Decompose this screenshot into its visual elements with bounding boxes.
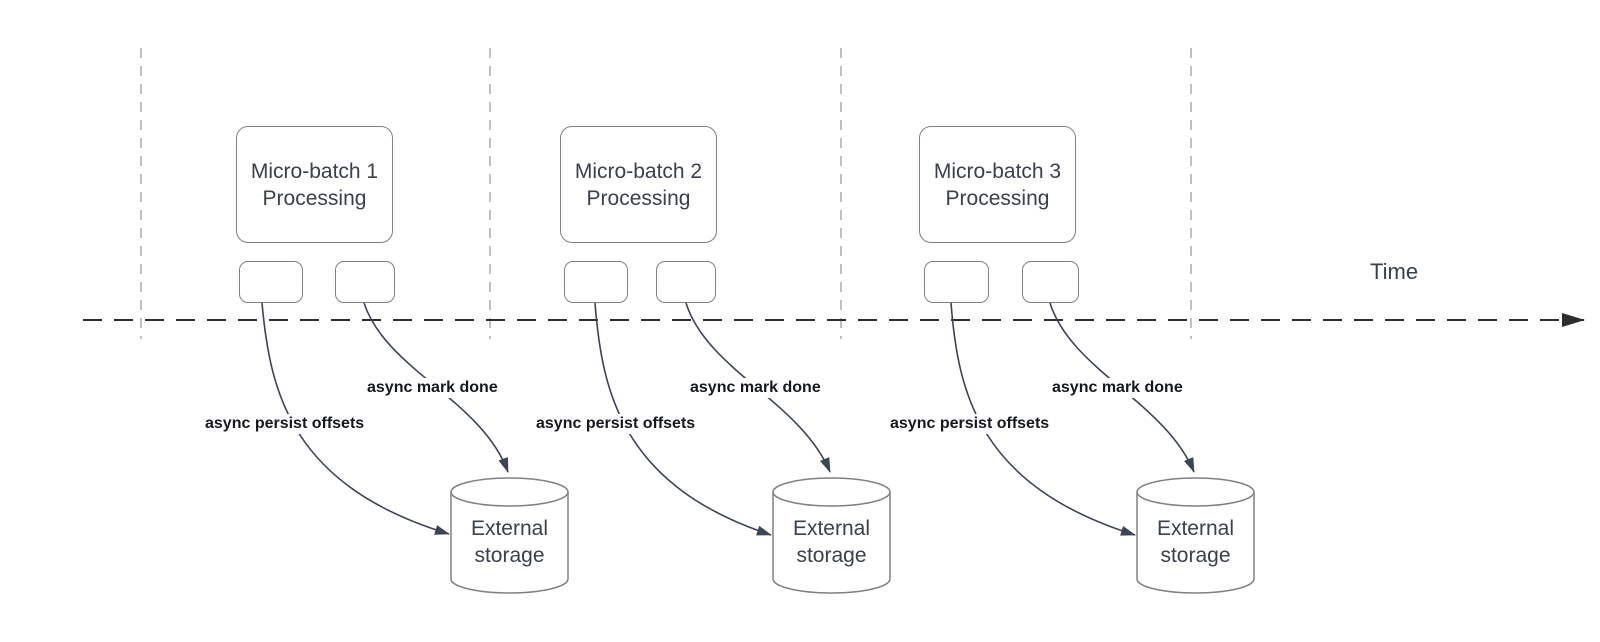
- persist-offsets-label-1: async persist offsets: [202, 414, 368, 434]
- micro-batch-2-box: Micro-batch 2 Processing: [560, 126, 717, 243]
- storage-cylinder-3: [1136, 477, 1255, 594]
- external-storage-label-1: External storage: [470, 517, 549, 567]
- persist-offsets-label-3: async persist offsets: [887, 414, 1053, 434]
- external-storage-label-3: External storage: [1156, 517, 1235, 567]
- time-axis-label: Time: [1370, 259, 1419, 284]
- micro-batch-3-box: Micro-batch 3 Processing: [919, 126, 1076, 243]
- micro-batch-1-box: Micro-batch 1 Processing: [236, 126, 393, 243]
- mark-done-label-1: async mark done: [364, 378, 501, 398]
- batch-3-offsets-chip: [924, 261, 989, 303]
- batch-3-markdone-chip: [1022, 261, 1079, 303]
- storage-cylinder-2: [772, 477, 891, 594]
- batch-2-markdone-chip: [656, 261, 716, 303]
- external-storage-label-2: External storage: [792, 517, 871, 567]
- batch-1-markdone-chip: [335, 261, 395, 303]
- storage-cylinder-1: [450, 477, 569, 594]
- batch-2-offsets-chip: [564, 261, 628, 303]
- batch-1-offsets-chip: [239, 261, 303, 303]
- persist-offsets-label-2: async persist offsets: [533, 414, 699, 434]
- mark-done-label-2: async mark done: [687, 378, 824, 398]
- mark-done-label-3: async mark done: [1049, 378, 1186, 398]
